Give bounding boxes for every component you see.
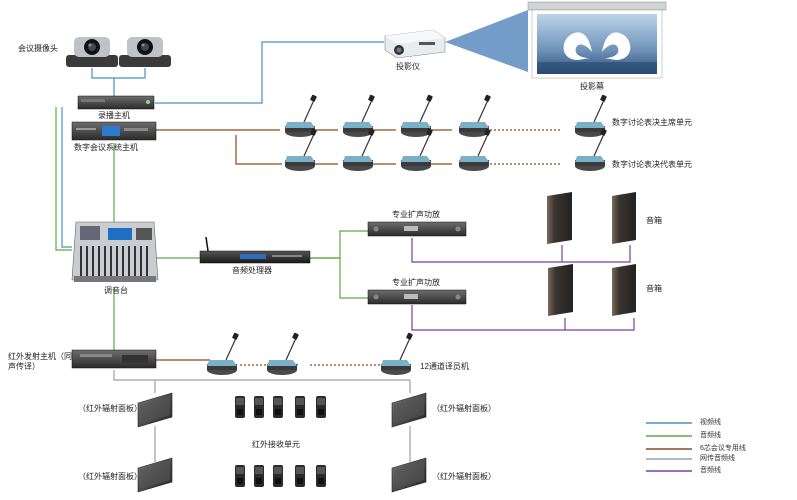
ir-panel-top-left-label: （红外辐射面板） bbox=[78, 404, 142, 413]
video-cables bbox=[61, 41, 384, 248]
recorder-label: 录播主机 bbox=[98, 111, 130, 120]
ir-panel-bottom-right-label: （红外辐射面板） bbox=[432, 472, 496, 481]
legend-label: 音频线 bbox=[700, 432, 721, 439]
speaker-cables bbox=[411, 238, 635, 331]
legend-label: 音频线 bbox=[700, 467, 721, 474]
projection-screen bbox=[527, 1, 667, 79]
mixer-label: 调音台 bbox=[104, 286, 128, 295]
speaker-1-label: 音箱 bbox=[646, 216, 662, 225]
delegate-units bbox=[284, 127, 608, 172]
amplifier-2-label: 专业扩声功放 bbox=[392, 278, 440, 287]
recorder-to-projector-line bbox=[155, 41, 384, 104]
legend-swatches bbox=[646, 422, 692, 472]
speaker-2a bbox=[548, 264, 573, 316]
camera-label: 会议摄像头 bbox=[18, 44, 58, 53]
ir-panel-bottom-left bbox=[137, 457, 173, 493]
speaker-2-label: 音箱 bbox=[646, 284, 662, 293]
amplifier-1-label: 专业扩声功放 bbox=[392, 210, 440, 219]
projector-label: 投影仪 bbox=[396, 62, 420, 71]
interpreter-unit bbox=[206, 331, 240, 376]
speaker-1b bbox=[612, 192, 636, 244]
legend-label: 网传音频线 bbox=[700, 455, 735, 462]
screen-label: 投影幕 bbox=[580, 82, 604, 91]
ir-panel-top-right-label: （红外辐射面板） bbox=[432, 404, 496, 413]
legend-label: 6芯会议专用线 bbox=[700, 445, 746, 452]
camera-2-video-line bbox=[114, 68, 146, 79]
processor-to-amp1-line bbox=[310, 230, 368, 259]
speaker-1a bbox=[547, 192, 572, 244]
chair-units bbox=[284, 93, 608, 138]
legend-label: 视频线 bbox=[700, 419, 721, 426]
processor-to-amp2-line bbox=[310, 257, 368, 299]
interpreter-units bbox=[206, 331, 414, 376]
conference-camera-2 bbox=[119, 37, 171, 67]
projector bbox=[384, 29, 446, 59]
ir-panel-bottom-right bbox=[391, 457, 427, 493]
chair-unit-label: 数字讨论表决主席单元 bbox=[612, 118, 692, 127]
projection-beam bbox=[445, 10, 528, 72]
delegate-chain-line bbox=[235, 135, 282, 165]
audio-cables bbox=[55, 107, 368, 352]
network-cables bbox=[113, 370, 411, 462]
left-riser-line bbox=[55, 107, 72, 251]
interpreter-unit bbox=[266, 331, 300, 376]
amplifier-2 bbox=[367, 289, 467, 305]
swan-left bbox=[563, 32, 592, 60]
conference-host bbox=[71, 121, 157, 141]
delegate-unit-label: 数字讨论表决代表单元 bbox=[612, 160, 692, 169]
ir-panel-top-right bbox=[391, 392, 427, 428]
ir-panel-bottom-left-label: （红外辐射面板） bbox=[78, 472, 142, 481]
speaker-2b bbox=[612, 264, 636, 316]
conference-camera-1 bbox=[66, 37, 118, 67]
ir-panel-top-left bbox=[137, 392, 173, 428]
interpreter-unit bbox=[380, 331, 414, 376]
ir-receiver-label: 红外接收单元 bbox=[252, 440, 300, 449]
interpreter-label: 12通道译员机 bbox=[420, 362, 469, 371]
processor-label: 音频处理器 bbox=[232, 266, 272, 275]
ir-transmitter-host bbox=[71, 349, 157, 369]
mixer-side-video-line bbox=[61, 107, 72, 248]
conference-host-label: 数字会议系统主机 bbox=[74, 143, 138, 152]
amplifier-1 bbox=[367, 221, 467, 237]
recorder-host bbox=[77, 95, 155, 110]
audio-mixer bbox=[71, 221, 159, 282]
audio-processor bbox=[199, 236, 311, 264]
ir-transmitter-label: 红外发射主机（同声传译） bbox=[8, 352, 72, 371]
camera-1-video-line bbox=[91, 68, 115, 96]
swan-right bbox=[602, 32, 631, 60]
